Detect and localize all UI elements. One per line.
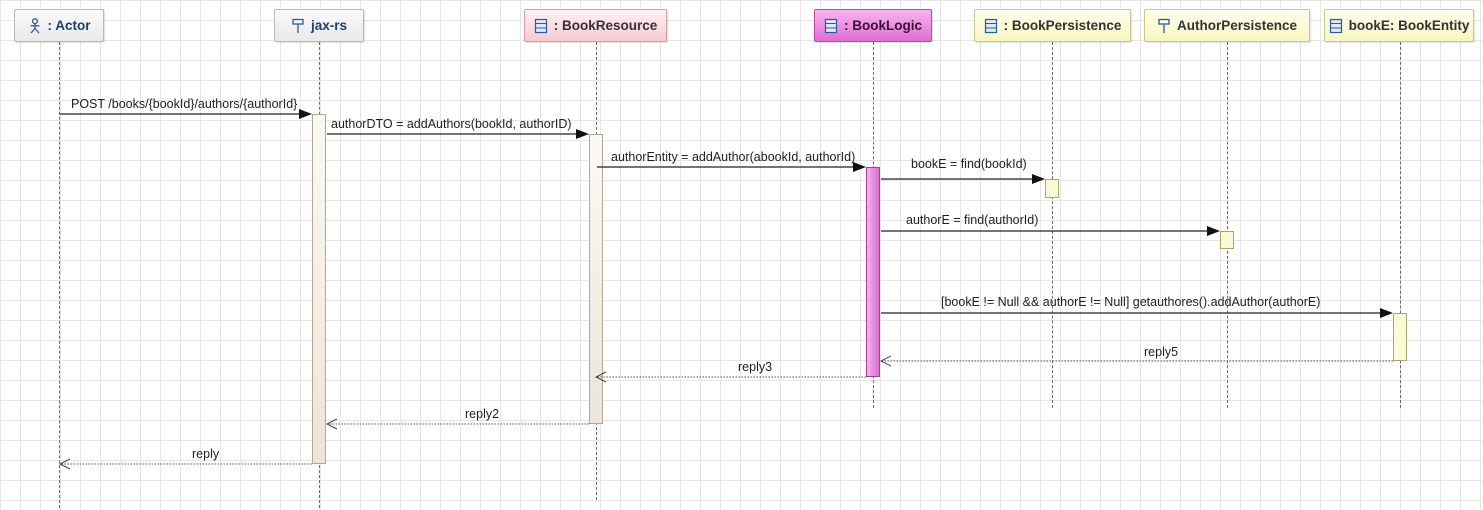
message-label: [bookE != Null && authorE != Null] getau… (941, 295, 1321, 309)
activation-book-resource[interactable] (589, 134, 603, 424)
class-icon (1329, 18, 1343, 34)
participant-label: AuthorPersistence (1176, 18, 1298, 33)
reply-arrow[interactable] (594, 371, 866, 383)
activation-book-logic[interactable] (866, 167, 880, 377)
activation-jax-rs[interactable] (312, 114, 326, 464)
message-arrow[interactable] (881, 174, 1045, 184)
participant-book-entity[interactable]: bookE: BookEntity (1324, 9, 1474, 42)
participant-label: : BookResource (553, 18, 658, 33)
participant-label: jax-rs (310, 18, 348, 33)
participant-actor[interactable]: : Actor (14, 9, 104, 42)
message-label: reply5 (1144, 345, 1179, 359)
reply-arrow[interactable] (58, 458, 312, 470)
participant-book-resource[interactable]: : BookResource (524, 9, 667, 42)
participant-label: : BookLogic (844, 18, 922, 33)
message-arrow[interactable] (327, 129, 589, 139)
message-arrow[interactable] (881, 226, 1220, 236)
message-arrow[interactable] (597, 162, 866, 172)
lifeline-book-persistence (1052, 42, 1053, 408)
class-icon (534, 18, 548, 34)
message-label: POST /books/{bookId}/authors/{authorId} (71, 97, 298, 111)
activation-book-persistence[interactable] (1045, 179, 1059, 198)
message-label: authorE = find(authorId) (906, 213, 1039, 227)
lifeline-author-persistence (1227, 42, 1228, 408)
class-icon (824, 18, 838, 34)
participant-label: bookE: BookEntity (1348, 18, 1470, 33)
reply-arrow[interactable] (325, 418, 589, 430)
class-icon (984, 18, 998, 34)
actor-icon (28, 17, 42, 34)
participant-book-persistence[interactable]: : BookPersistence (974, 9, 1131, 42)
message-arrow[interactable] (60, 109, 312, 119)
message-label: authorEntity = addAuthor(abookId, author… (611, 150, 856, 164)
component-icon (1157, 18, 1171, 34)
message-label: reply (192, 447, 220, 461)
participant-jax-rs[interactable]: jax-rs (274, 9, 364, 42)
participant-label: : Actor (47, 18, 91, 33)
participant-label: : BookPersistence (1003, 18, 1122, 33)
reply-arrow[interactable] (879, 355, 1393, 367)
lifeline-book-entity (1400, 42, 1401, 408)
message-label: authorDTO = addAuthors(bookId, authorID) (331, 117, 572, 131)
lifeline-actor (59, 42, 60, 508)
activation-author-persistence[interactable] (1220, 231, 1234, 249)
activation-book-entity[interactable] (1393, 313, 1407, 361)
message-label: reply3 (738, 360, 773, 374)
component-icon (291, 18, 305, 34)
participant-book-logic[interactable]: : BookLogic (814, 9, 932, 42)
message-arrow[interactable] (881, 308, 1393, 318)
message-label: reply2 (465, 407, 500, 421)
message-label: bookE = find(bookId) (911, 157, 1027, 171)
participant-author-persistence[interactable]: AuthorPersistence (1144, 9, 1310, 42)
